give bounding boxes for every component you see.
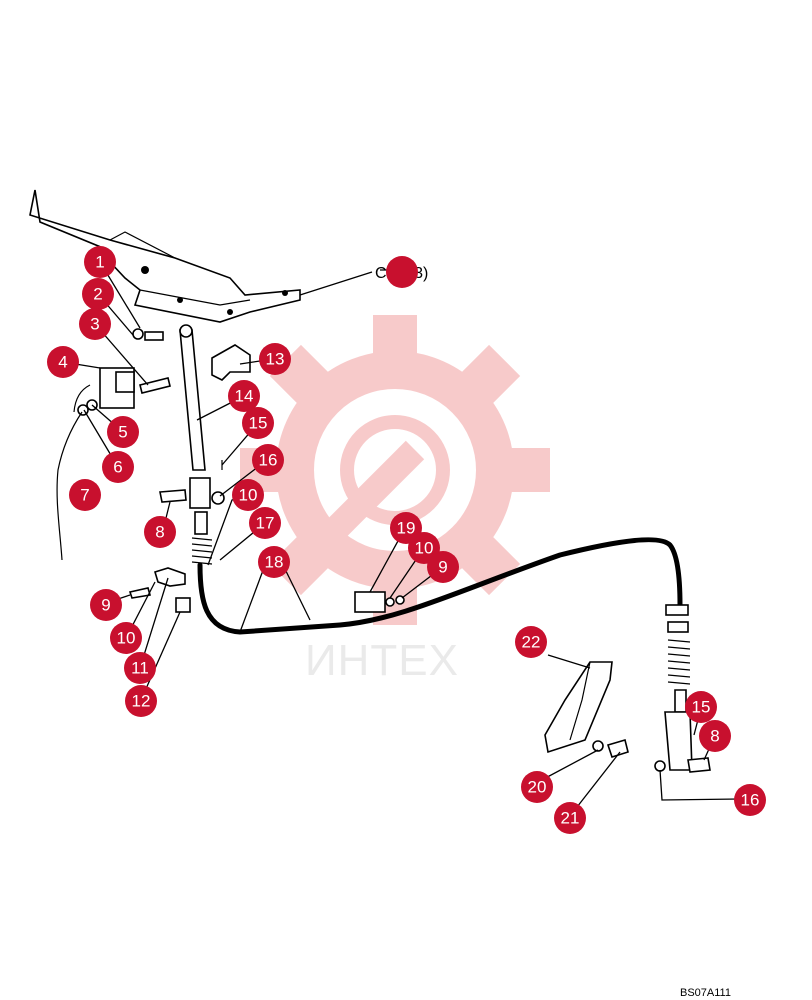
- svg-text:4: 4: [58, 353, 67, 372]
- callout-2[interactable]: 2: [82, 278, 114, 310]
- callout-15b[interactable]: 15: [685, 691, 717, 723]
- svg-text:15: 15: [692, 698, 711, 717]
- callout-16b[interactable]: 16: [734, 784, 766, 816]
- callout-6[interactable]: 6: [102, 451, 134, 483]
- svg-text:10: 10: [239, 486, 258, 505]
- svg-text:17: 17: [256, 514, 275, 533]
- callout-3[interactable]: 3: [79, 308, 111, 340]
- svg-text:5: 5: [118, 423, 127, 442]
- svg-text:12: 12: [132, 692, 151, 711]
- callout-9b[interactable]: 9: [427, 551, 459, 583]
- drawing-code: BS07A111: [680, 987, 731, 999]
- callout-11[interactable]: 11: [124, 652, 156, 684]
- callout-10[interactable]: 10: [110, 622, 142, 654]
- svg-text:14: 14: [235, 387, 254, 406]
- svg-text:15: 15: [249, 414, 268, 433]
- callout-7[interactable]: 7: [69, 479, 101, 511]
- spring-rear: [654, 604, 711, 773]
- switch-assembly: [77, 367, 135, 416]
- lever-housing: [29, 189, 301, 323]
- callout-17[interactable]: 17: [249, 507, 281, 539]
- callout-ref[interactable]: [386, 256, 418, 288]
- svg-text:16: 16: [741, 791, 760, 810]
- callout-8[interactable]: 8: [144, 516, 176, 548]
- svg-text:6: 6: [113, 458, 122, 477]
- bracket: [544, 661, 629, 758]
- svg-text:3: 3: [90, 315, 99, 334]
- watermark-text: ИНТЕХ: [305, 636, 459, 685]
- callout-14[interactable]: 14: [228, 380, 260, 412]
- svg-text:7: 7: [80, 486, 89, 505]
- svg-text:1: 1: [95, 253, 104, 272]
- svg-text:22: 22: [522, 633, 541, 652]
- svg-text:2: 2: [93, 285, 102, 304]
- svg-text:19: 19: [397, 519, 416, 538]
- svg-text:8: 8: [710, 727, 719, 746]
- svg-text:20: 20: [528, 778, 547, 797]
- callout-20[interactable]: 20: [521, 771, 553, 803]
- spring-front: [191, 511, 213, 565]
- svg-text:13: 13: [266, 350, 285, 369]
- callout-9[interactable]: 9: [90, 589, 122, 621]
- svg-text:21: 21: [561, 809, 580, 828]
- svg-text:9: 9: [101, 596, 110, 615]
- callout-16[interactable]: 16: [252, 444, 284, 476]
- svg-text:10: 10: [117, 629, 136, 648]
- callout-22[interactable]: 22: [515, 626, 547, 658]
- callouts: 1 2 3 4 5 6 7 8 9 10 11 12 13 14 15 16 1…: [47, 246, 766, 834]
- callout-10b[interactable]: 10: [232, 479, 264, 511]
- callout-13[interactable]: 13: [259, 343, 291, 375]
- svg-text:8: 8: [155, 523, 164, 542]
- svg-text:11: 11: [131, 659, 149, 678]
- svg-text:9: 9: [438, 558, 447, 577]
- callout-21[interactable]: 21: [554, 802, 586, 834]
- callout-4[interactable]: 4: [47, 346, 79, 378]
- callout-18[interactable]: 18: [258, 546, 290, 578]
- callout-5[interactable]: 5: [107, 416, 139, 448]
- svg-text:16: 16: [259, 451, 278, 470]
- callout-1[interactable]: 1: [84, 246, 116, 278]
- callout-12[interactable]: 12: [125, 685, 157, 717]
- svg-text:10: 10: [415, 539, 434, 558]
- svg-text:18: 18: [265, 553, 284, 572]
- callout-8b[interactable]: 8: [699, 720, 731, 752]
- callout-15[interactable]: 15: [242, 407, 274, 439]
